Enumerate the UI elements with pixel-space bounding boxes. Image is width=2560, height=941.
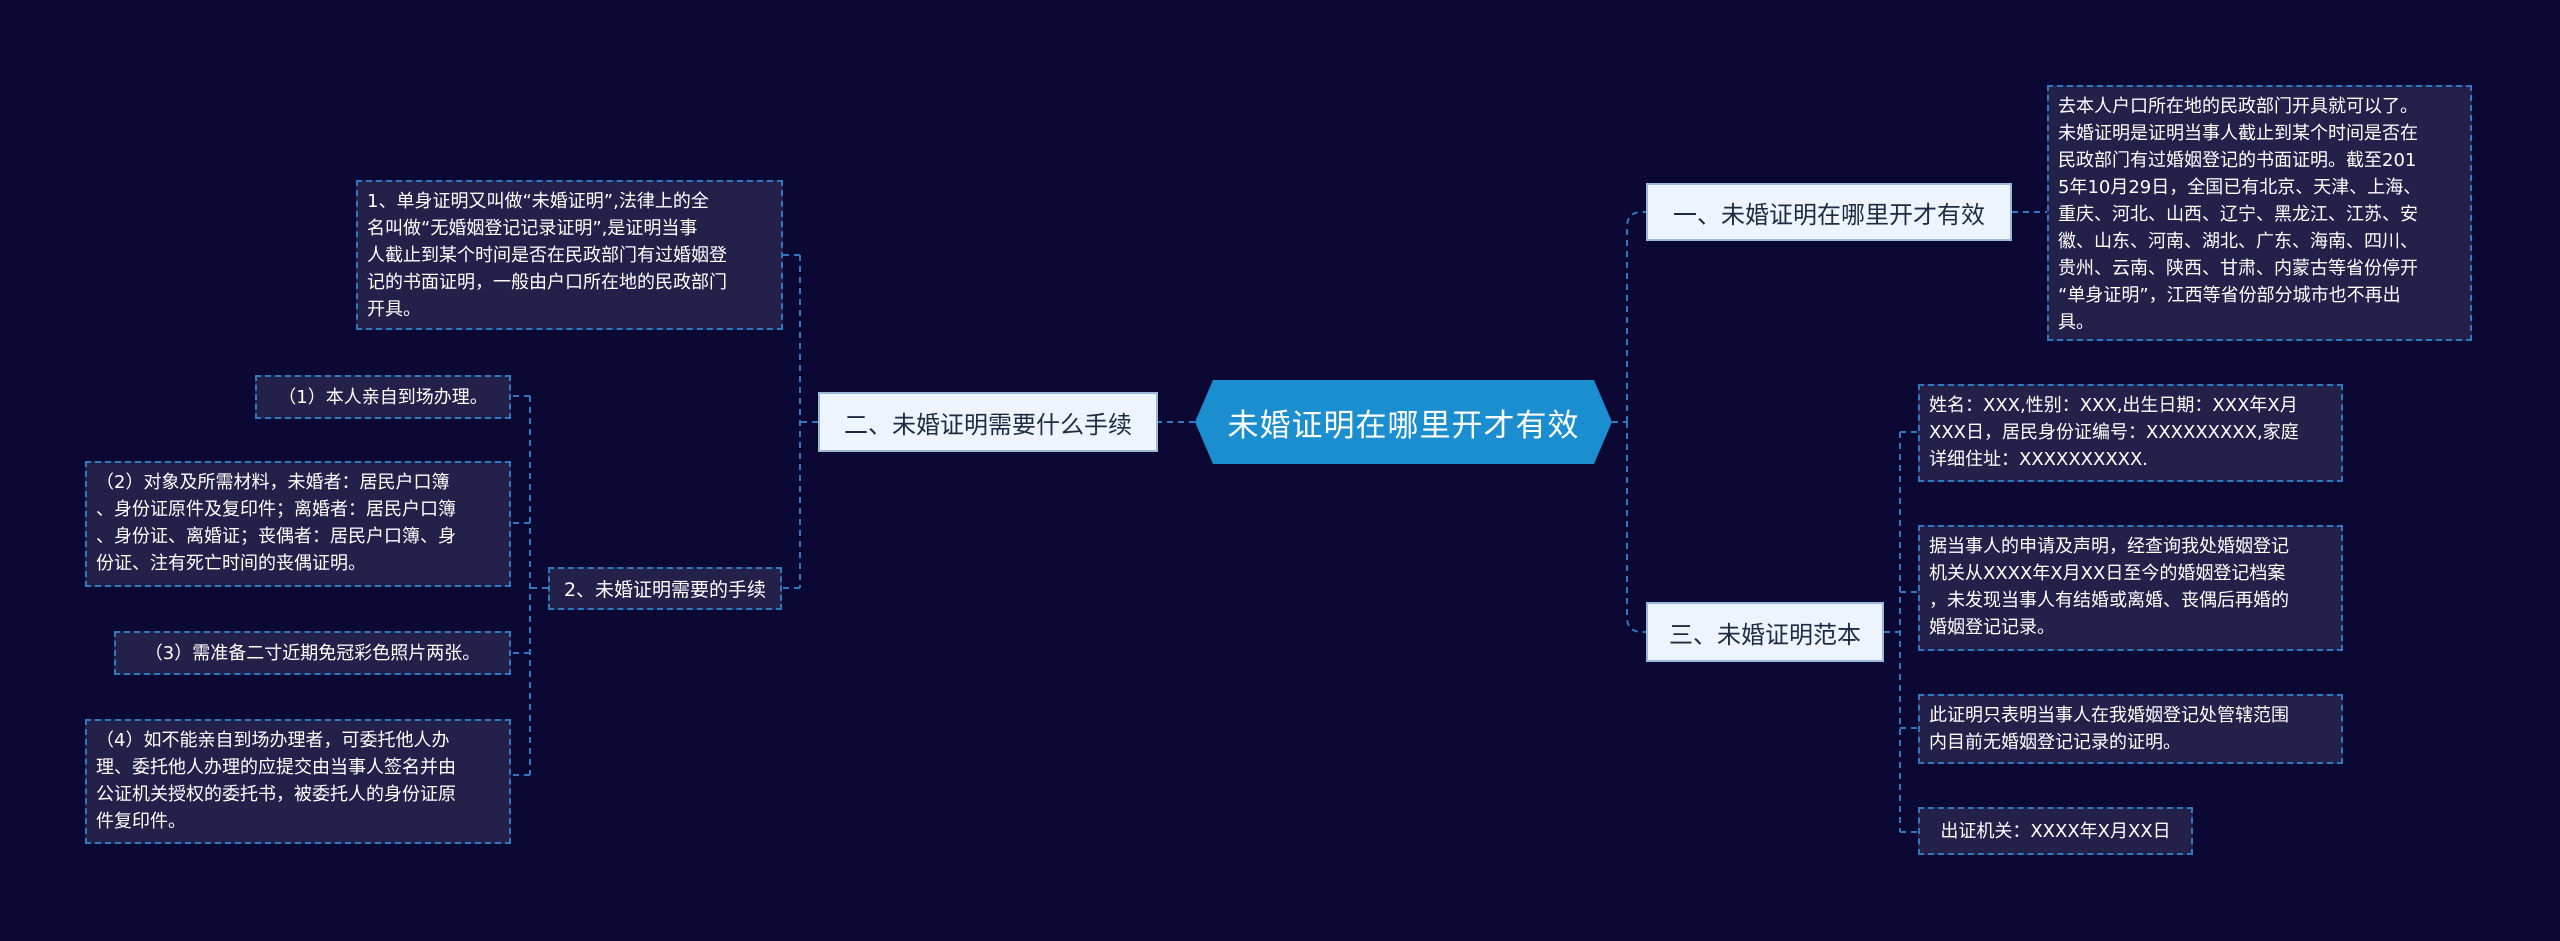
central-topic-label: 未婚证明在哪里开才有效: [1227, 407, 1580, 444]
branch-where-to-issue-label: 一、未婚证明在哪里开才有效: [1673, 200, 1985, 229]
where-to-issue-line: 徽、山东、河南、湖北、广东、海南、四川、: [2058, 231, 2418, 252]
branch-procedures[interactable]: 二、未婚证明需要什么手续: [818, 392, 1158, 452]
where-to-issue-line: 民政部门有过婚姻登记的书面证明。截至201: [2058, 150, 2417, 171]
template-item-2-line: ，未发现当事人有结婚或离婚、丧偶后再婚的: [1929, 590, 2289, 611]
template-item-1[interactable]: 姓名：XXX,性别：XXX,出生日期：XXX年X月 XXX日，居民身份证编号：XX…: [1918, 384, 2343, 482]
template-item-2-line: 据当事人的申请及声明，经查询我处婚姻登记: [1929, 536, 2289, 557]
procedure-item-1[interactable]: （1）本人亲自到场办理。: [255, 375, 511, 419]
template-item-2-lines: 据当事人的申请及声明，经查询我处婚姻登记机关从XXXX年X月XX日至今的婚姻登记…: [1929, 533, 2332, 641]
where-to-issue-line: “单身证明”，江西等省份部分城市也不再出: [2058, 285, 2401, 306]
branch-template[interactable]: 三、未婚证明范本: [1646, 602, 1884, 662]
template-item-2-line: 婚姻登记记录。: [1929, 617, 2055, 638]
procedure-item-2[interactable]: （2）对象及所需材料，未婚者：居民户口簿、身份证原件及复印件；离婚者：居民户口簿…: [85, 461, 511, 587]
definition-text[interactable]: 1、单身证明又叫做“未婚证明”,法律上的全名叫做“无婚姻登记记录证明”,是证明当…: [356, 180, 783, 330]
where-to-issue-text[interactable]: 去本人户口所在地的民政部门开具就可以了。未婚证明是证明当事人截止到某个时间是否在…: [2047, 85, 2472, 341]
procedure-item-2-line: 、身份证原件及复印件；离婚者：居民户口簿: [96, 499, 456, 520]
where-to-issue-line: 具。: [2058, 312, 2094, 333]
template-item-1-line: 详细住址：XXXXXXXXXX.: [1929, 449, 2149, 470]
procedure-item-4[interactable]: （4）如不能亲自到场办理者，可委托他人办理、委托他人办理的应提交由当事人签名并由…: [85, 719, 511, 844]
procedure-item-2-line: 份证、注有死亡时间的丧偶证明。: [96, 553, 366, 574]
procedure-item-4-lines: （4）如不能亲自到场办理者，可委托他人办理、委托他人办理的应提交由当事人签名并由…: [96, 727, 500, 835]
template-item-3-lines: 此证明只表明当事人在我婚姻登记处管辖范围内目前无婚姻登记记录的证明。: [1929, 702, 2332, 756]
branch-where-to-issue[interactable]: 一、未婚证明在哪里开才有效: [1646, 183, 2012, 241]
where-to-issue-line: 5年10月29日，全国已有北京、天津、上海、: [2058, 177, 2422, 198]
definition-line: 1、单身证明又叫做“未婚证明”,法律上的全: [367, 191, 709, 212]
definition-line: 人截止到某个时间是否在民政部门有过婚姻登: [367, 245, 727, 266]
definition-line: 记的书面证明，一般由户口所在地的民政部门: [367, 272, 727, 293]
procedure-item-3-lines: （3）需准备二寸近期免冠彩色照片两张。: [145, 640, 480, 667]
where-to-issue-line: 未婚证明是证明当事人截止到某个时间是否在: [2058, 123, 2418, 144]
procedure-item-4-line: （4）如不能亲自到场办理者，可委托他人办: [96, 730, 450, 751]
template-item-2-line: 机关从XXXX年X月XX日至今的婚姻登记档案: [1929, 563, 2286, 584]
procedure-item-3[interactable]: （3）需准备二寸近期免冠彩色照片两张。: [114, 631, 511, 675]
procedure-item-4-line: 公证机关授权的委托书，被委托人的身份证原: [96, 784, 456, 805]
template-item-1-lines: 姓名：XXX,性别：XXX,出生日期：XXX年X月 XXX日，居民身份证编号：XX…: [1929, 392, 2332, 473]
procedure-item-2-line: （2）对象及所需材料，未婚者：居民户口簿: [96, 472, 450, 493]
procedure-item-1-lines: （1）本人亲自到场办理。: [278, 384, 487, 411]
template-item-4-lines: 出证机关：XXXX年X月XX日: [1940, 818, 2170, 845]
template-item-4[interactable]: 出证机关：XXXX年X月XX日: [1918, 807, 2193, 855]
where-to-issue-lines: 去本人户口所在地的民政部门开具就可以了。未婚证明是证明当事人截止到某个时间是否在…: [2058, 93, 2461, 336]
procedure-item-1-line: （1）本人亲自到场办理。: [278, 386, 488, 408]
branch-procedures-label: 二、未婚证明需要什么手续: [844, 410, 1132, 439]
procedure-subtopic[interactable]: 2、未婚证明需要的手续: [548, 567, 782, 610]
central-topic[interactable]: 未婚证明在哪里开才有效: [1195, 380, 1612, 464]
procedure-subtopic-label: 2、未婚证明需要的手续: [563, 579, 767, 601]
where-to-issue-line: 重庆、河北、山西、辽宁、黑龙江、江苏、安: [2058, 204, 2418, 225]
procedure-item-3-line: （3）需准备二寸近期免冠彩色照片两张。: [144, 642, 481, 664]
procedure-item-4-line: 理、委托他人办理的应提交由当事人签名并由: [96, 757, 456, 778]
template-item-1-line: XXX日，居民身份证编号：XXXXXXXXX,家庭: [1929, 422, 2299, 443]
procedure-item-2-lines: （2）对象及所需材料，未婚者：居民户口簿、身份证原件及复印件；离婚者：居民户口簿…: [96, 469, 500, 577]
where-to-issue-line: 贵州、云南、陕西、甘肃、内蒙古等省份停开: [2058, 258, 2418, 279]
procedure-item-2-line: 、身份证、离婚证；丧偶者：居民户口簿、身: [96, 526, 456, 547]
template-item-3[interactable]: 此证明只表明当事人在我婚姻登记处管辖范围内目前无婚姻登记记录的证明。: [1918, 694, 2343, 764]
template-item-2[interactable]: 据当事人的申请及声明，经查询我处婚姻登记机关从XXXX年X月XX日至今的婚姻登记…: [1918, 525, 2343, 651]
template-item-3-line: 内目前无婚姻登记记录的证明。: [1929, 732, 2181, 753]
central-topic-shape: [1195, 380, 1612, 464]
definition-lines: 1、单身证明又叫做“未婚证明”,法律上的全名叫做“无婚姻登记记录证明”,是证明当…: [367, 188, 772, 323]
template-item-4-line: 出证机关：XXXX年X月XX日: [1940, 820, 2171, 842]
definition-line: 名叫做“无婚姻登记记录证明”,是证明当事: [367, 218, 698, 239]
template-item-3-line: 此证明只表明当事人在我婚姻登记处管辖范围: [1929, 705, 2289, 726]
where-to-issue-line: 去本人户口所在地的民政部门开具就可以了。: [2058, 96, 2418, 117]
branch-template-label: 三、未婚证明范本: [1669, 620, 1861, 649]
template-item-1-line: 姓名：XXX,性别：XXX,出生日期：XXX年X月: [1929, 395, 2298, 416]
definition-line: 开具。: [367, 299, 421, 320]
procedure-item-4-line: 件复印件。: [96, 811, 186, 832]
